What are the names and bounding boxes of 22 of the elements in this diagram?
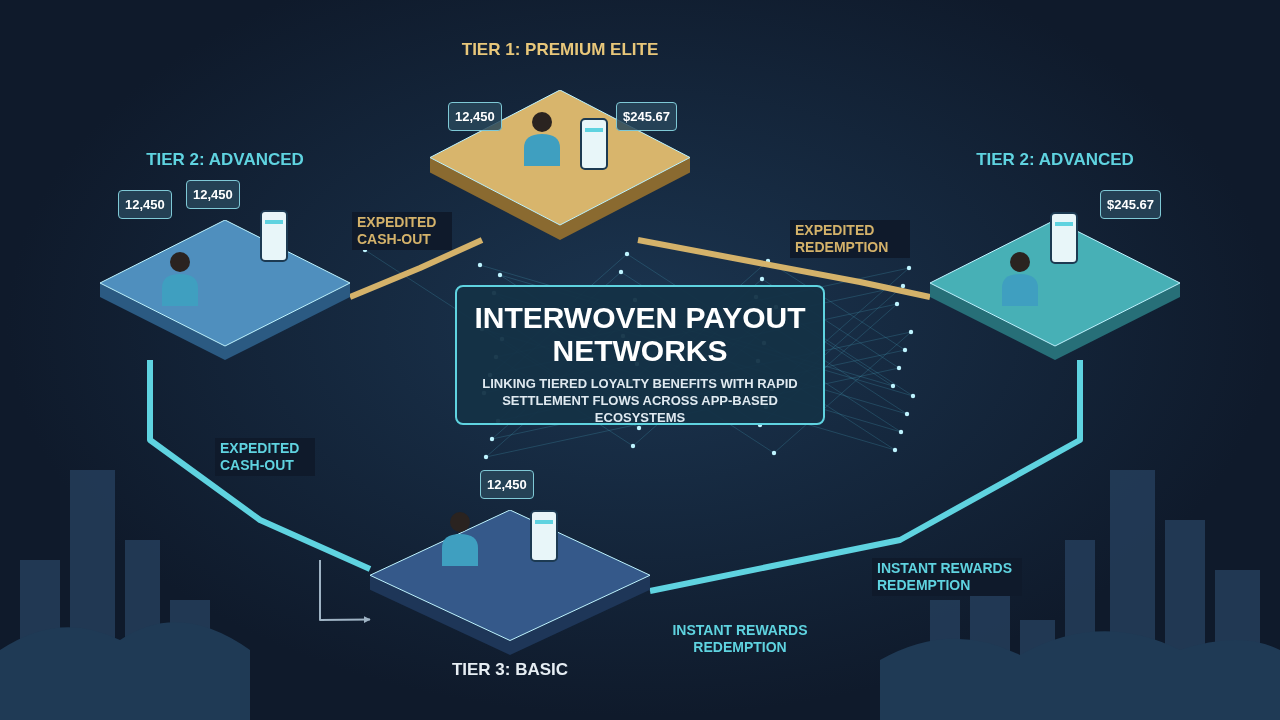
balance-card: $245.67: [616, 102, 677, 131]
data-stream-connector: [348, 237, 484, 300]
data-stream-connector: [649, 360, 1083, 594]
balance-card: $245.67: [1100, 190, 1161, 219]
tier-heading: TIER 3: BASIC: [450, 660, 570, 680]
edge-label: INSTANT REWARDS REDEMPTION: [872, 558, 1022, 596]
tier-heading: TIER 1: PREMIUM ELITE: [460, 40, 660, 60]
edge-label: EXPEDITED REDEMPTION: [790, 220, 910, 258]
balance-card: 12,450: [118, 190, 172, 219]
edge-label: EXPEDITED CASH-OUT: [352, 212, 452, 250]
balance-card: 12,450: [186, 180, 240, 209]
data-stream-connector: [637, 237, 931, 300]
tier-heading: TIER 2: ADVANCED: [145, 150, 305, 170]
diagram-title: INTERWOVEN PAYOUT NETWORKS: [473, 301, 807, 367]
diagram-subtitle: LINKING TIERED LOYALTY BENEFITS WITH RAPID SETTLEMENT FLOWS ACROSS APP-BASED ECOSYSTEMS: [481, 375, 799, 426]
data-stream-connector: [147, 360, 372, 572]
balance-card: 12,450: [480, 470, 534, 499]
edge-label: EXPEDITED CASH-OUT: [215, 438, 315, 476]
flow-label: INSTANT REWARDS REDEMPTION: [671, 622, 809, 656]
arrow: [319, 559, 371, 624]
balance-card: 12,450: [448, 102, 502, 131]
tier-heading: TIER 2: ADVANCED: [975, 150, 1135, 170]
